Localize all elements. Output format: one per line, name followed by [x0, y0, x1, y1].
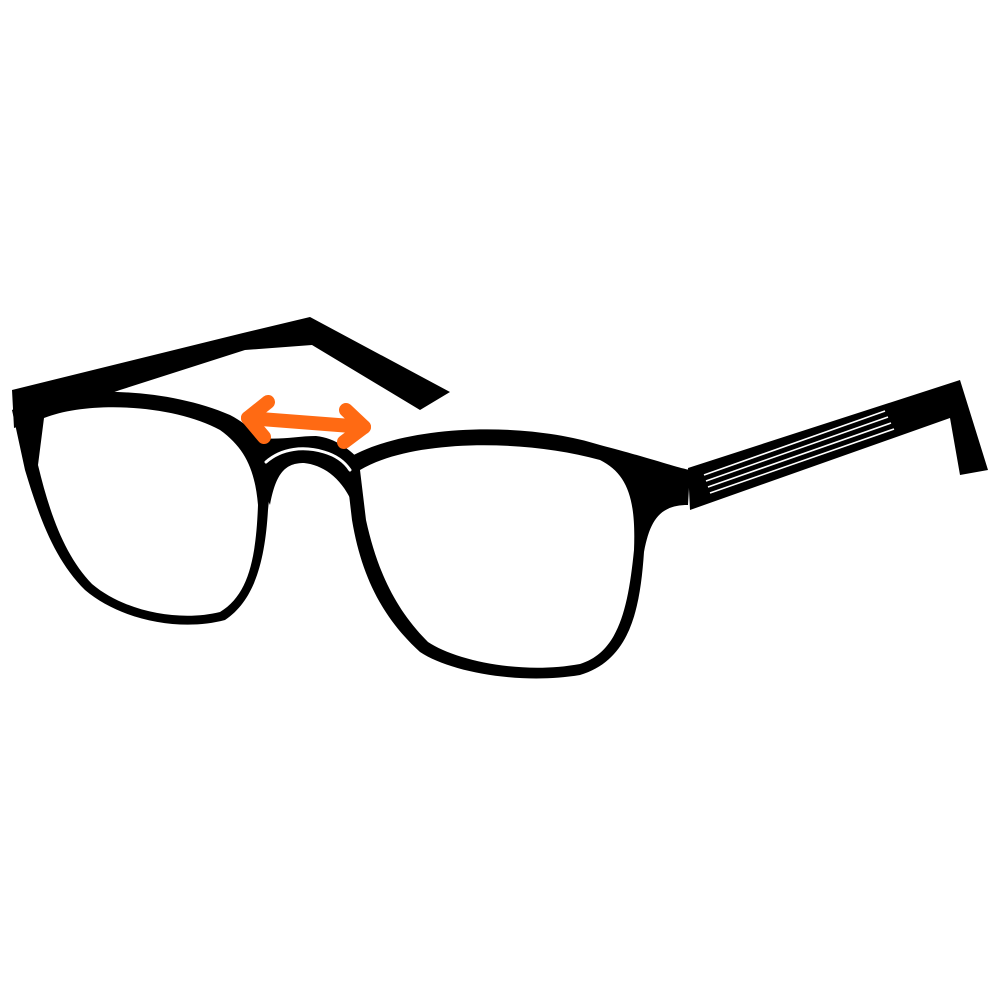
temple-grooves — [703, 410, 895, 494]
bridge-width-arrow-icon — [241, 395, 371, 449]
near-temple-arm — [688, 380, 988, 510]
far-temple-arm — [12, 317, 450, 428]
nose-bridge — [238, 430, 362, 505]
right-lens-rim — [345, 429, 690, 679]
bridge-highlight — [264, 447, 352, 472]
left-lens-rim — [12, 391, 272, 625]
